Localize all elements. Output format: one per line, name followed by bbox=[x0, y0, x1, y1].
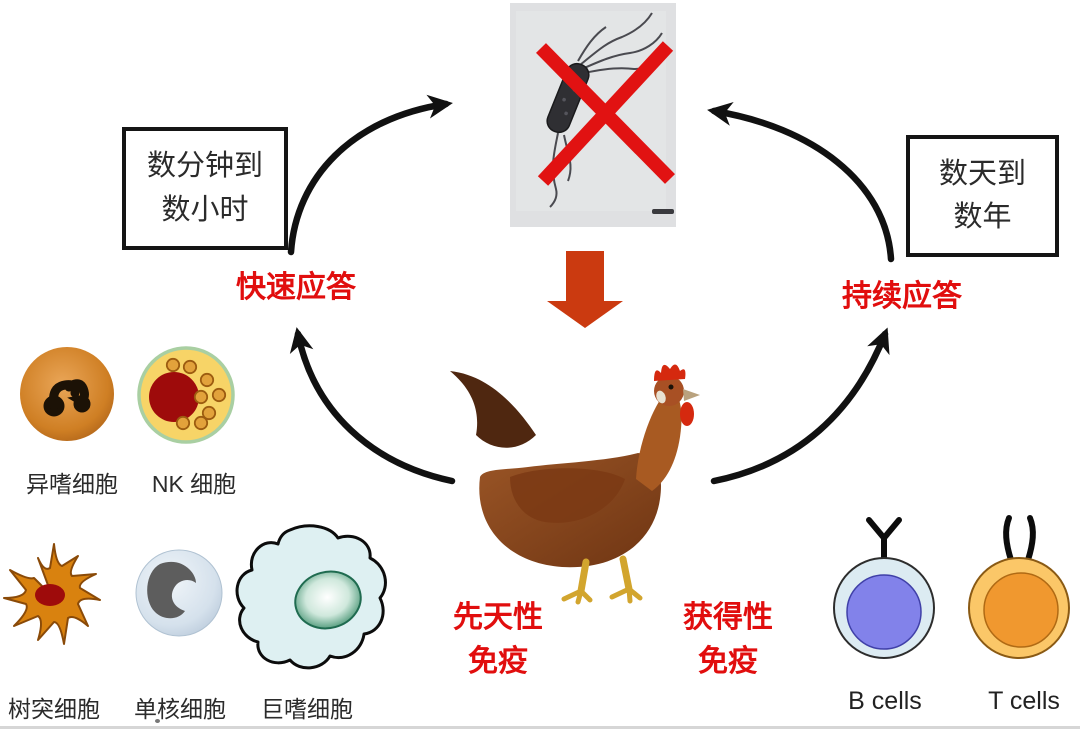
arrow-chicken-to-adaptive bbox=[710, 327, 890, 485]
b-cells-label: B cells bbox=[848, 687, 922, 715]
pathogen-image bbox=[510, 3, 676, 227]
adaptive-time-box: 数天到 数年 bbox=[906, 135, 1059, 257]
macrophage-icon bbox=[235, 524, 387, 670]
innate-immunity-line2: 免疫 bbox=[468, 644, 528, 678]
signature-mark bbox=[652, 209, 674, 214]
monocyte-label: 单核细胞 bbox=[134, 696, 226, 722]
innate-immunity-line1: 先天性 bbox=[453, 601, 543, 634]
rapid-response-label: 快速应答 bbox=[236, 271, 356, 304]
t-cells-label: T cells bbox=[988, 687, 1060, 715]
red-cross-icon bbox=[536, 41, 675, 186]
stray-mark bbox=[155, 719, 160, 723]
red-block-down-arrow-icon bbox=[547, 251, 623, 328]
sustained-response-label: 持续应答 bbox=[842, 280, 962, 313]
bottom-divider bbox=[0, 726, 1080, 729]
macrophage-label: 巨嗜细胞 bbox=[261, 696, 353, 722]
arrow-sustained-to-pathogen bbox=[707, 102, 895, 263]
adaptive-immunity-line1: 获得性 bbox=[683, 601, 773, 634]
heterophil-icon bbox=[20, 347, 114, 441]
chicken-icon bbox=[450, 364, 700, 605]
monocyte-icon bbox=[135, 549, 223, 637]
adaptive-immunity-line2: 免疫 bbox=[698, 644, 758, 678]
arrow-chicken-to-innate bbox=[289, 327, 456, 485]
adaptive-time-line2: 数年 bbox=[953, 201, 1012, 233]
nk-cell-icon bbox=[137, 346, 235, 444]
t-cell-icon bbox=[968, 515, 1070, 659]
dendritic-cell-label: 树突细胞 bbox=[8, 696, 100, 722]
heterophil-label: 异嗜细胞 bbox=[26, 471, 118, 497]
dendritic-cell-icon bbox=[3, 543, 101, 645]
innate-time-box: 数分钟到 数小时 bbox=[122, 127, 288, 250]
arrow-rapid-to-pathogen bbox=[287, 94, 453, 256]
nk-cell-label: NK 细胞 bbox=[151, 471, 237, 497]
innate-time-line1: 数分钟到 bbox=[146, 150, 263, 182]
adaptive-time-line1: 数天到 bbox=[938, 157, 1026, 190]
adaptive-immunity-label: 获得性 免疫 bbox=[673, 596, 783, 683]
innate-time-line2: 数小时 bbox=[161, 193, 249, 226]
b-cell-icon bbox=[833, 517, 935, 659]
innate-immunity-label: 先天性 免疫 bbox=[443, 596, 553, 683]
bacterium-crossed-out-icon bbox=[510, 3, 676, 227]
